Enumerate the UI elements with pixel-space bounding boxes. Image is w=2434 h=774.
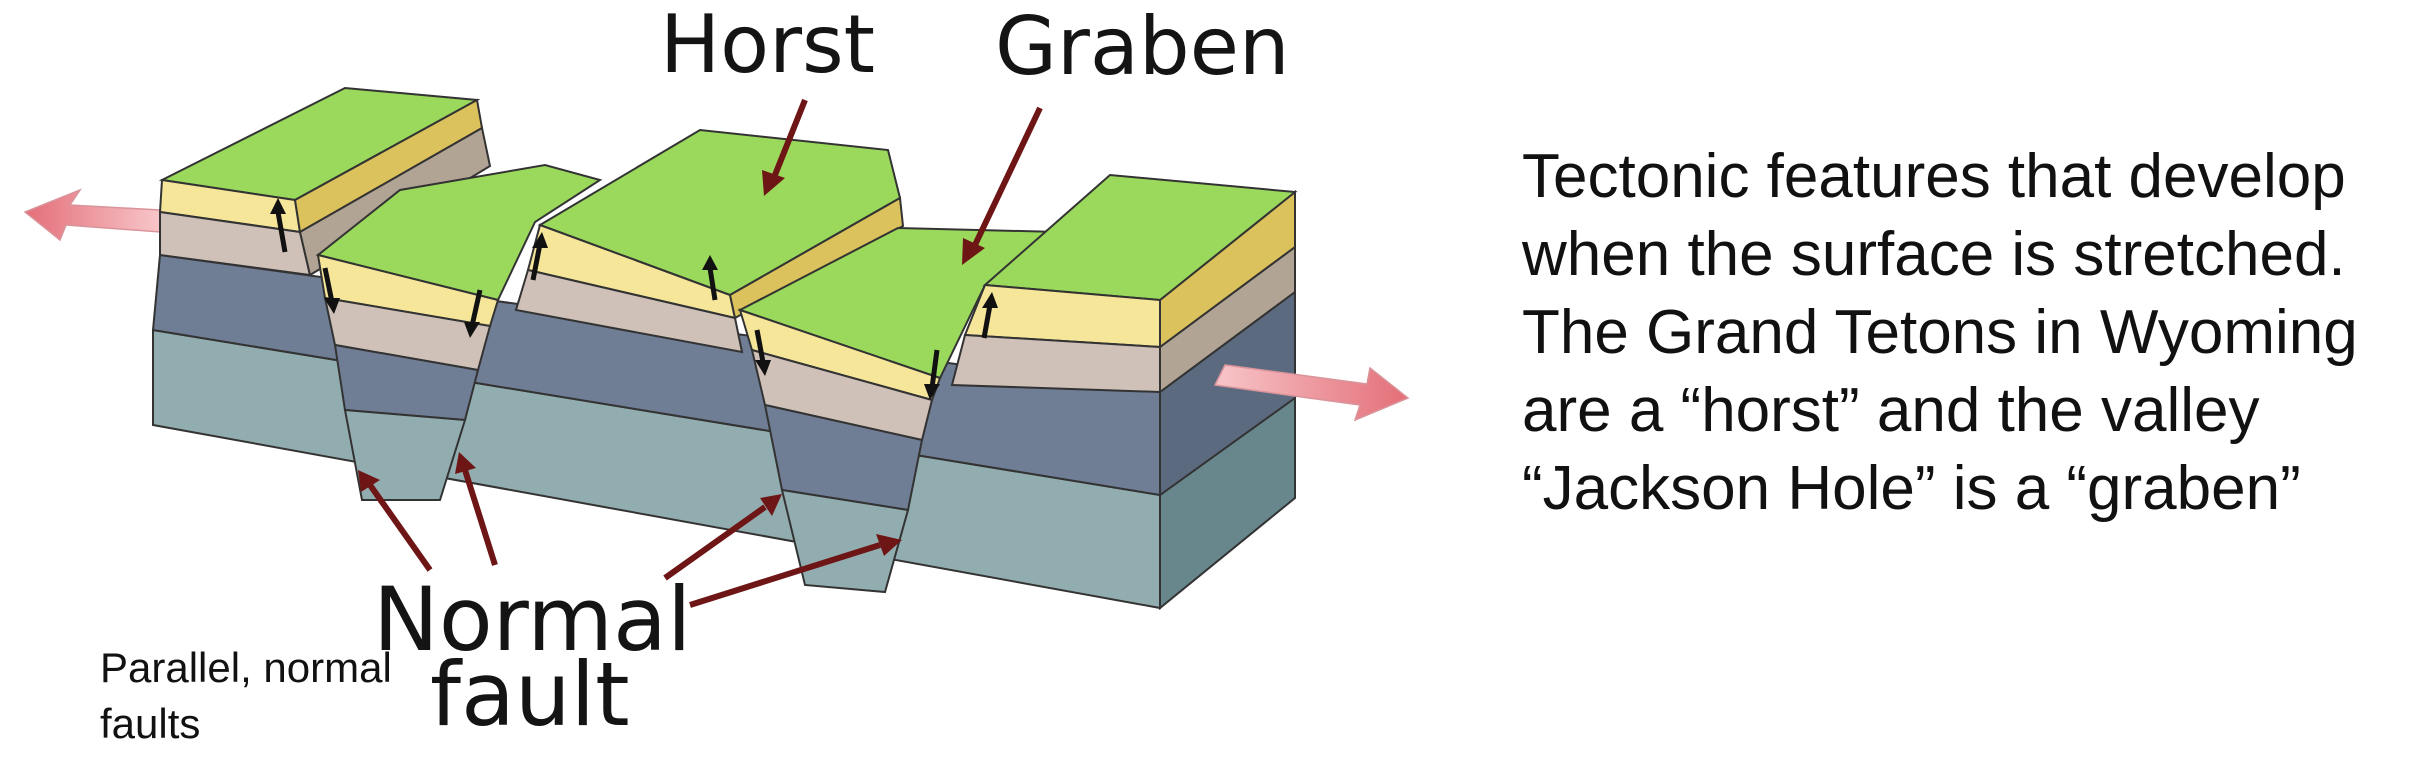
caption-text: Parallel, normal faults	[100, 640, 460, 752]
extension-arrow-left	[23, 188, 161, 242]
horst-side-topsoil	[728, 196, 905, 320]
horst-clay	[514, 268, 744, 354]
extension-arrow-right	[1213, 364, 1410, 422]
description-line: “Jackson Hole” is a “graben”	[1522, 454, 2301, 523]
description-line: are a “horst” and the valley	[1522, 376, 2260, 445]
normal-label: Normal	[373, 568, 691, 671]
left-graben-rock	[343, 408, 467, 501]
caption-line: faults	[100, 700, 201, 747]
caption-line: Parallel, normal	[100, 644, 392, 691]
description-line: The Grand Tetons in Wyoming	[1522, 298, 2358, 367]
right-block-clay	[950, 333, 1161, 394]
fault-slip-arrows	[270, 198, 998, 400]
fault-label: fault	[430, 643, 630, 746]
description-text: Tectonic features that develop when the …	[1522, 138, 2422, 528]
graben-label: Graben	[995, 0, 1290, 93]
description-line: Tectonic features that develop	[1522, 142, 2346, 211]
description-line: when the surface is stretched.	[1522, 220, 2346, 289]
horst-graben-diagram: Horst Graben Normal fault	[23, 0, 1410, 746]
label-pointers	[358, 98, 1043, 608]
horst-label: Horst	[660, 0, 875, 91]
